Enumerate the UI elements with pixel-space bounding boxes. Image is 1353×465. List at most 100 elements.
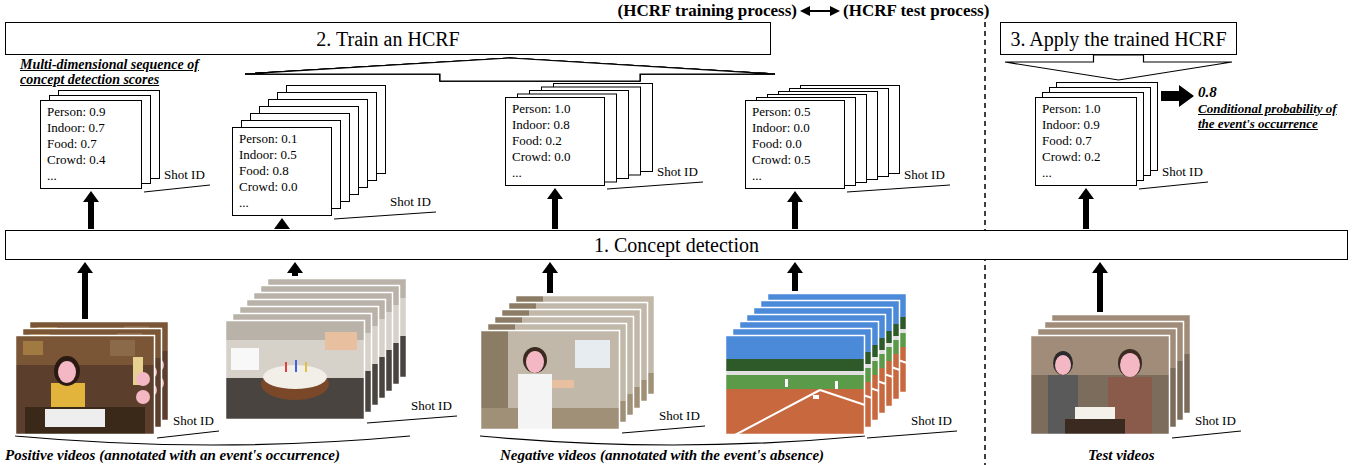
photo-detail xyxy=(285,362,287,372)
score-text: Indoor: 0.5 xyxy=(239,147,325,163)
score-text: Food: 0.0 xyxy=(752,136,838,152)
input-arrow-head xyxy=(77,262,93,273)
double-arrow-shaft xyxy=(806,10,834,12)
group-caption: Positive videos (annotated with an event… xyxy=(5,447,340,463)
flow-arrow-shaft xyxy=(88,202,94,229)
input-arrow xyxy=(287,262,303,276)
photo-detail xyxy=(523,347,547,373)
input-arrow xyxy=(787,262,803,291)
photo-detail xyxy=(813,395,819,399)
axis-label: Shot ID xyxy=(411,398,452,413)
score-text: Indoor: 0.0 xyxy=(752,120,838,136)
score-card: Person: 0.5Indoor: 0.0Food: 0.0Crowd: 0.… xyxy=(745,100,845,189)
score-text: ... xyxy=(512,165,598,181)
axis-label: Shot ID xyxy=(173,413,214,428)
photo-detail xyxy=(835,381,838,389)
annotation: Multi-dimensional sequence of concept de… xyxy=(20,57,216,87)
process-heading: (HCRF training process) xyxy=(618,1,797,21)
input-arrow-shaft xyxy=(292,273,298,276)
group-caption: Test videos xyxy=(1088,447,1155,463)
photo-detail xyxy=(325,332,357,350)
shot-axis-line xyxy=(367,416,457,423)
face-blur xyxy=(526,351,544,373)
score-card: Person: 1.0Indoor: 0.9Food: 0.7Crowd: 0.… xyxy=(1035,97,1137,186)
photo-detail xyxy=(1053,351,1073,375)
block-arrow xyxy=(245,58,775,81)
photo-detail xyxy=(1030,335,1170,435)
photo-frame xyxy=(726,336,865,435)
face-blur xyxy=(136,390,150,404)
photo-detail xyxy=(295,360,297,372)
score-text: Food: 0.7 xyxy=(47,136,135,152)
axis-label: Shot ID xyxy=(904,167,945,182)
video-frame xyxy=(725,335,865,435)
flow-arrow xyxy=(83,191,99,229)
block-arrow-outline xyxy=(1005,55,1232,80)
score-card: Person: 0.9Indoor: 0.7Food: 0.7Crowd: 0.… xyxy=(40,100,142,189)
photo-detail xyxy=(725,389,865,435)
double-arrow-head xyxy=(830,6,840,16)
flow-arrow xyxy=(274,218,290,229)
score-text: Crowd: 0.5 xyxy=(752,152,838,168)
face-blur xyxy=(136,372,150,386)
shot-axis-line xyxy=(144,185,210,192)
input-arrow-shaft xyxy=(547,273,553,293)
shot-axis-line xyxy=(157,431,219,438)
score-text: Crowd: 0.4 xyxy=(47,152,135,168)
score-text: Person: 1.0 xyxy=(1042,101,1130,117)
photo-detail xyxy=(725,375,865,389)
input-arrow-head xyxy=(1092,262,1108,273)
video-shot-stack xyxy=(480,295,655,430)
double-arrow-head xyxy=(800,6,810,16)
photo-detail xyxy=(552,380,574,388)
face-blur xyxy=(58,361,76,383)
photo-detail xyxy=(225,320,365,420)
photo-detail xyxy=(110,340,135,356)
process-heading: (HCRF test process) xyxy=(843,1,989,21)
score-text: ... xyxy=(1042,165,1130,181)
video-frame xyxy=(480,330,620,430)
box-text: 3. Apply the trained HCRF xyxy=(1010,28,1226,50)
score-text: Crowd: 0.2 xyxy=(1042,149,1130,165)
photo-detail xyxy=(25,407,145,435)
shot-axis-line xyxy=(334,212,436,219)
axis-label: Shot ID xyxy=(1195,413,1236,428)
score-text: Indoor: 0.9 xyxy=(1042,117,1130,133)
photo-detail xyxy=(15,335,155,435)
score-text: Person: 0.1 xyxy=(239,131,325,147)
box-text: 2. Train an HCRF xyxy=(316,28,459,50)
video-frame xyxy=(15,335,155,435)
flow-arrow xyxy=(787,191,803,229)
group-caption: Negative videos (annotated with the even… xyxy=(500,447,824,463)
block-arrow xyxy=(1005,55,1232,80)
video-shot-stack xyxy=(725,293,907,435)
axis-label: Shot ID xyxy=(164,167,205,182)
axis-label: Shot ID xyxy=(390,194,431,209)
flow-arrow xyxy=(547,188,563,229)
face-blur xyxy=(1055,355,1071,375)
photo-detail xyxy=(54,356,80,386)
photo-detail xyxy=(305,362,307,372)
flow-arrow-head xyxy=(787,191,803,202)
score-text: ... xyxy=(239,195,325,211)
score-text: Crowd: 0.0 xyxy=(512,149,598,165)
block-arrow-outline xyxy=(245,58,775,81)
photo-detail xyxy=(725,359,865,371)
input-arrow-head xyxy=(287,262,303,273)
box-text: 1. Concept detection xyxy=(594,234,759,256)
score-text: Indoor: 0.7 xyxy=(47,120,135,136)
shot-axis-line xyxy=(847,185,950,192)
score-text: Indoor: 0.8 xyxy=(512,117,598,133)
shot-axis-line xyxy=(867,431,957,438)
input-arrow xyxy=(1092,262,1108,312)
input-arrow xyxy=(542,262,558,293)
score-text: Food: 0.2 xyxy=(512,133,598,149)
block-arrow xyxy=(245,58,775,81)
photo-detail xyxy=(1075,407,1115,419)
photo-detail xyxy=(735,390,820,435)
photo-frame xyxy=(226,321,365,420)
score-text: Crowd: 0.0 xyxy=(239,179,325,195)
output-arrow xyxy=(1161,85,1194,107)
flow-arrow-head xyxy=(1078,188,1094,199)
flow-arrow-head xyxy=(274,218,290,229)
